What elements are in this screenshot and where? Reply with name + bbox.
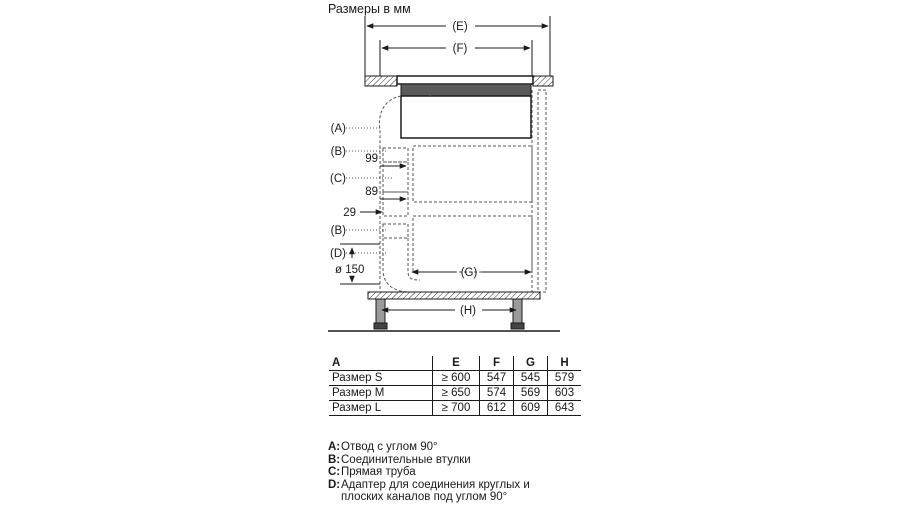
legend-text: Отвод с углом 90°	[341, 441, 438, 453]
label-b-lower: (B)	[331, 225, 347, 237]
cabinet-legs	[373, 298, 525, 330]
value-89: 89	[365, 186, 378, 198]
legend-key: D:	[328, 478, 341, 491]
table-cell: 545	[513, 370, 548, 386]
table-cell: 574	[479, 385, 514, 401]
dimensions-table: A E F G H Размер S ≥ 600 547 545 579 Раз…	[329, 356, 581, 416]
table-cell: Размер S	[329, 370, 433, 386]
dimension-f-label: (F)	[453, 43, 468, 55]
dimension-29: 29	[343, 207, 383, 219]
label-d: (D)	[330, 248, 346, 260]
dimension-e: (E)	[364, 16, 551, 76]
column-header: F	[479, 356, 514, 371]
dimension-e-label: (E)	[452, 21, 468, 33]
base-shelf	[367, 291, 541, 300]
value-150: ø 150	[335, 264, 364, 276]
dimension-150: ø 150	[335, 243, 380, 285]
legend-text: Адаптер для соединения круглых и плоских…	[341, 478, 530, 504]
legend-item: D: Адаптер для соединения круглых и плос…	[328, 479, 530, 504]
table-row: Размер S ≥ 600 547 545 579	[329, 370, 581, 386]
legend-text: Соединительные втулки	[341, 453, 471, 466]
dimension-f: (F)	[379, 40, 533, 76]
table-cell: Размер M	[329, 385, 433, 401]
table-row: Размер M ≥ 650 574 569 603	[329, 385, 581, 401]
table-cell: ≥ 650	[432, 385, 480, 401]
column-header: H	[547, 356, 581, 371]
legend-key: B:	[328, 453, 341, 466]
dimension-h: (H)	[381, 305, 517, 317]
legend-key: A:	[328, 441, 341, 453]
label-a: (A)	[331, 123, 347, 135]
table-cell: 643	[547, 400, 581, 416]
table-header-row: A E F G H	[329, 356, 581, 371]
legend-item: A: Отвод с углом 90°	[328, 441, 530, 454]
installation-diagram: (E) (F)	[328, 16, 560, 332]
dimension-99: 99	[365, 153, 407, 169]
legend: A: Отвод с углом 90° B: Соединительные в…	[328, 441, 530, 504]
dimension-g: (G)	[411, 267, 532, 279]
label-b-upper: (B)	[331, 146, 347, 158]
dimension-h-label: (H)	[460, 305, 476, 317]
cabinet-outline	[378, 89, 547, 293]
dimension-89: 89	[365, 186, 407, 202]
table-cell: Размер L	[329, 400, 433, 416]
page-title: Размеры в мм	[328, 2, 411, 16]
dimension-g-label: (G)	[461, 267, 478, 279]
column-header: A	[329, 356, 433, 371]
table-cell: ≥ 700	[432, 400, 480, 416]
legend-key: C:	[328, 466, 341, 478]
column-header: E	[432, 356, 480, 371]
hob-unit	[396, 75, 534, 139]
column-header: G	[513, 356, 548, 371]
legend-item: B: Соединительные втулки	[328, 454, 530, 467]
value-99: 99	[365, 153, 378, 165]
legend-text: Прямая труба	[341, 466, 416, 478]
table-cell: 609	[513, 400, 548, 416]
table-cell: ≥ 600	[432, 370, 480, 386]
value-29: 29	[343, 207, 356, 219]
legend-item: C: Прямая труба	[328, 466, 530, 479]
table-cell: 547	[479, 370, 514, 386]
table-row: Размер L ≥ 700 612 609 643	[329, 400, 581, 416]
table-cell: 603	[547, 385, 581, 401]
table-cell: 612	[479, 400, 514, 416]
table-cell: 569	[513, 385, 548, 401]
label-c: (C)	[330, 173, 346, 185]
table-cell: 579	[547, 370, 581, 386]
